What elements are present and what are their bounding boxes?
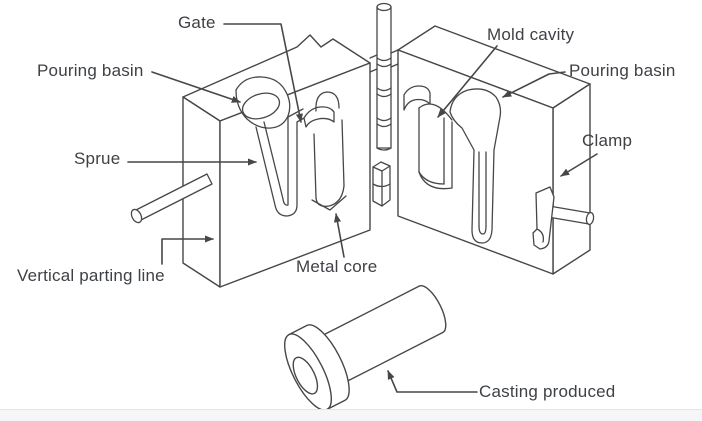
sprue-channel-inner <box>263 121 289 206</box>
leader-metal-core <box>333 213 345 258</box>
pouring-basin-left-opening <box>241 92 281 120</box>
right-half-impressions <box>403 85 502 244</box>
metal-core-foot <box>311 195 347 211</box>
pouring-basin-left-shape <box>235 76 291 129</box>
leader-vertical-parting-line <box>161 235 214 265</box>
clamp-assembly <box>532 186 595 250</box>
hinge-pin-body <box>376 6 392 149</box>
clamp-rod-end <box>585 211 595 226</box>
clamp-hook <box>536 228 545 243</box>
leader-lines <box>127 23 598 393</box>
hinge-pin <box>369 2 399 207</box>
mold-cavity-floor-inner <box>418 171 445 185</box>
metal-core-top-cap <box>315 91 340 112</box>
right-block-side-face <box>552 83 591 275</box>
leader-mold-cavity <box>437 45 498 118</box>
metal-core-right-edge <box>341 119 345 187</box>
left-cavity-shoulder-band <box>303 106 335 128</box>
clamp-bracket <box>532 186 555 250</box>
bottom-edge-strip <box>0 409 702 421</box>
guide-pin-rod <box>130 173 213 224</box>
leader-pouring-basin-left <box>151 71 241 103</box>
hinge-pin-bottom <box>376 147 392 151</box>
leader-gate <box>223 23 303 123</box>
casting <box>284 285 447 411</box>
leader-casting-produced <box>387 370 478 393</box>
pouring-basin-right-shape <box>449 88 502 244</box>
left-half-impressions <box>235 76 347 217</box>
leader-pouring-basin-right <box>502 71 566 98</box>
mold-cavity-top-arc <box>418 103 453 121</box>
casting-body-cylinder <box>311 285 447 388</box>
leader-clamp <box>560 153 598 177</box>
right-channel-inner-u <box>478 225 487 235</box>
hinge-pin-top-cap <box>376 2 392 12</box>
sprue-channel-outer <box>255 126 298 217</box>
gate-notch <box>287 108 304 132</box>
metal-core-left-edge <box>313 133 317 199</box>
casting-bore-hole <box>292 356 319 395</box>
